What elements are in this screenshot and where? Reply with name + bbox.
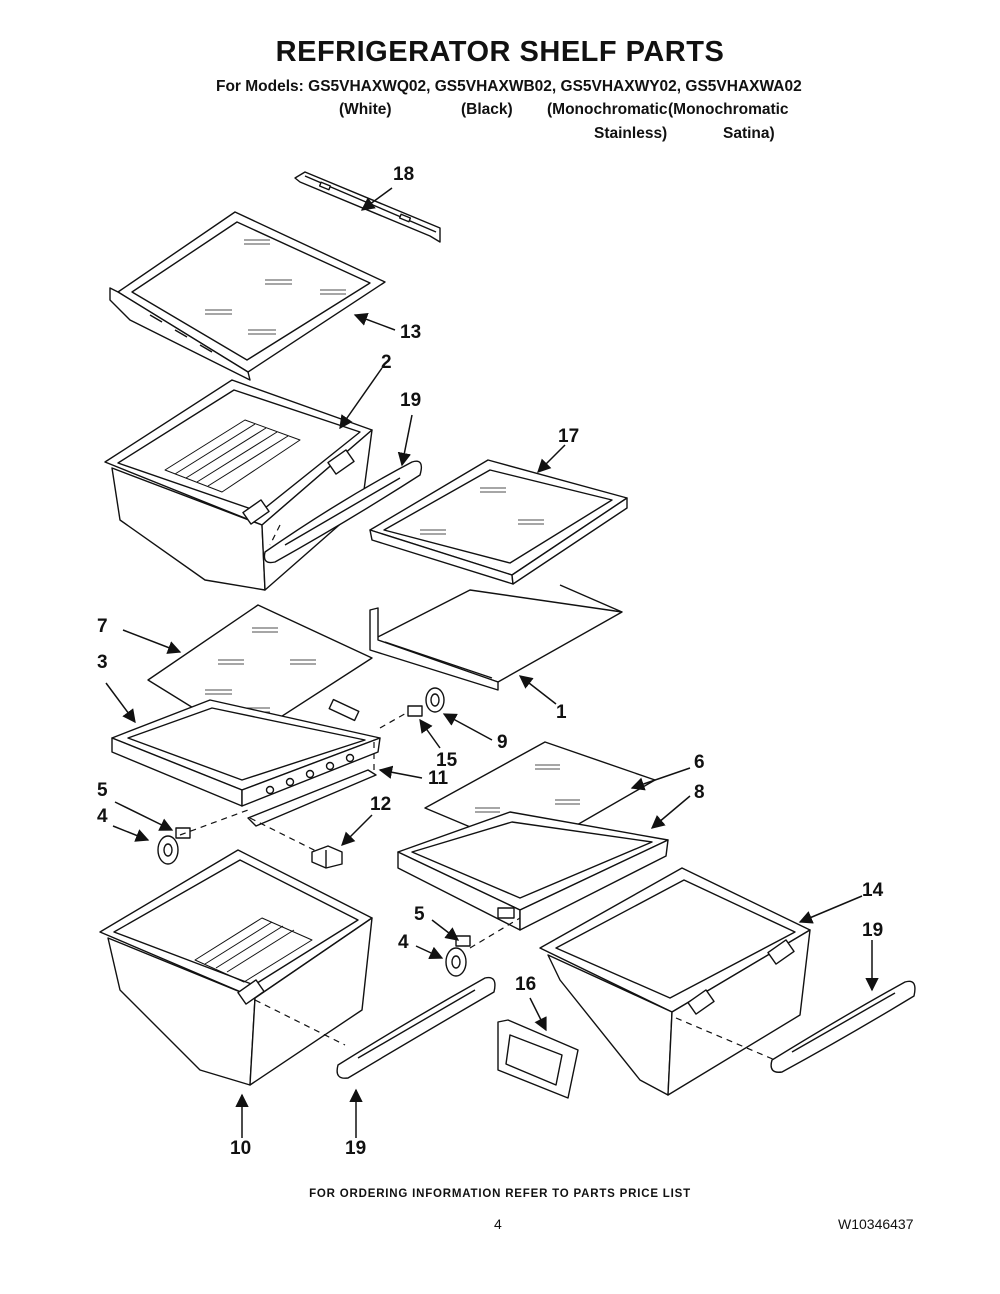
callout-9: 9 <box>497 732 508 753</box>
ordering-info-note: FOR ORDERING INFORMATION REFER TO PARTS … <box>309 1188 691 1200</box>
part-16-label-placard <box>497 1019 579 1099</box>
part-14-crisper-pan-right <box>539 867 811 1096</box>
part-3-crisper-cover-frame <box>111 698 381 807</box>
variant-mono-stainless-label-2: Stainless) <box>594 125 668 142</box>
callout-17: 17 <box>558 426 579 447</box>
callout-10: 10 <box>230 1138 251 1159</box>
callout-15: 15 <box>436 750 458 771</box>
callout-4-right: 4 <box>398 932 409 953</box>
part-10-lower-crisper-pan <box>99 849 373 1086</box>
part-18-shelf-rail <box>294 171 441 243</box>
part-5-screw-left <box>175 827 191 839</box>
callout-labels: 18 13 2 19 17 7 3 1 9 15 11 6 8 5 4 12 1… <box>97 164 884 1159</box>
part-11-retainer-strip <box>247 769 377 827</box>
callout-14: 14 <box>862 880 884 901</box>
callout-12: 12 <box>370 794 391 815</box>
variant-black-label: (Black) <box>461 101 513 118</box>
part-13-top-shelf <box>109 211 386 381</box>
part-15-screw <box>407 705 423 717</box>
part-19-crisper-handle-lower-left <box>336 976 496 1079</box>
variant-mono-stainless-label: (Monochromatic <box>547 101 668 118</box>
callout-8: 8 <box>694 782 705 803</box>
callout-5-left: 5 <box>97 780 108 801</box>
callout-13: 13 <box>400 322 421 343</box>
page-title: REFRIGERATOR SHELF PARTS <box>275 36 725 68</box>
part-17-middle-shelf <box>369 459 628 585</box>
callout-11: 11 <box>428 768 449 789</box>
callout-6: 6 <box>694 752 705 773</box>
part-9-roller <box>425 687 445 713</box>
document-number: W10346437 <box>838 1216 914 1232</box>
page-number: 4 <box>494 1216 502 1232</box>
callout-16: 16 <box>515 974 536 995</box>
part-8-crisper-cover-frame-right <box>397 811 669 931</box>
callout-7: 7 <box>97 616 108 637</box>
part-2-upper-crisper-pan <box>104 379 373 591</box>
callout-3: 3 <box>97 652 108 673</box>
callout-1: 1 <box>556 702 567 723</box>
part-19-crisper-handle-upper <box>263 460 423 564</box>
callout-19-upper: 19 <box>400 390 421 411</box>
models-line: For Models: GS5VHAXWQ02, GS5VHAXWB02, GS… <box>216 78 802 95</box>
part-12-clip <box>311 845 343 869</box>
callout-2: 2 <box>381 352 392 373</box>
callout-5-right: 5 <box>414 904 425 925</box>
part-4-roller-right <box>445 947 467 977</box>
variant-mono-satina-label-2: Satina) <box>723 125 775 142</box>
leader-arrows <box>105 187 879 1138</box>
variant-mono-satina-label: (Monochromatic <box>668 101 789 118</box>
part-19-crisper-handle-right <box>770 980 916 1073</box>
callout-19-right: 19 <box>862 920 883 941</box>
part-1-slide-shelf <box>369 584 623 691</box>
variant-white-label: (White) <box>339 101 392 118</box>
assembly-lines <box>179 524 776 1061</box>
part-5-screw-right <box>455 935 471 947</box>
callout-18: 18 <box>393 164 414 185</box>
callout-19-lower: 19 <box>345 1138 366 1159</box>
callout-4-left: 4 <box>97 806 108 827</box>
part-4-roller-left <box>157 835 179 865</box>
